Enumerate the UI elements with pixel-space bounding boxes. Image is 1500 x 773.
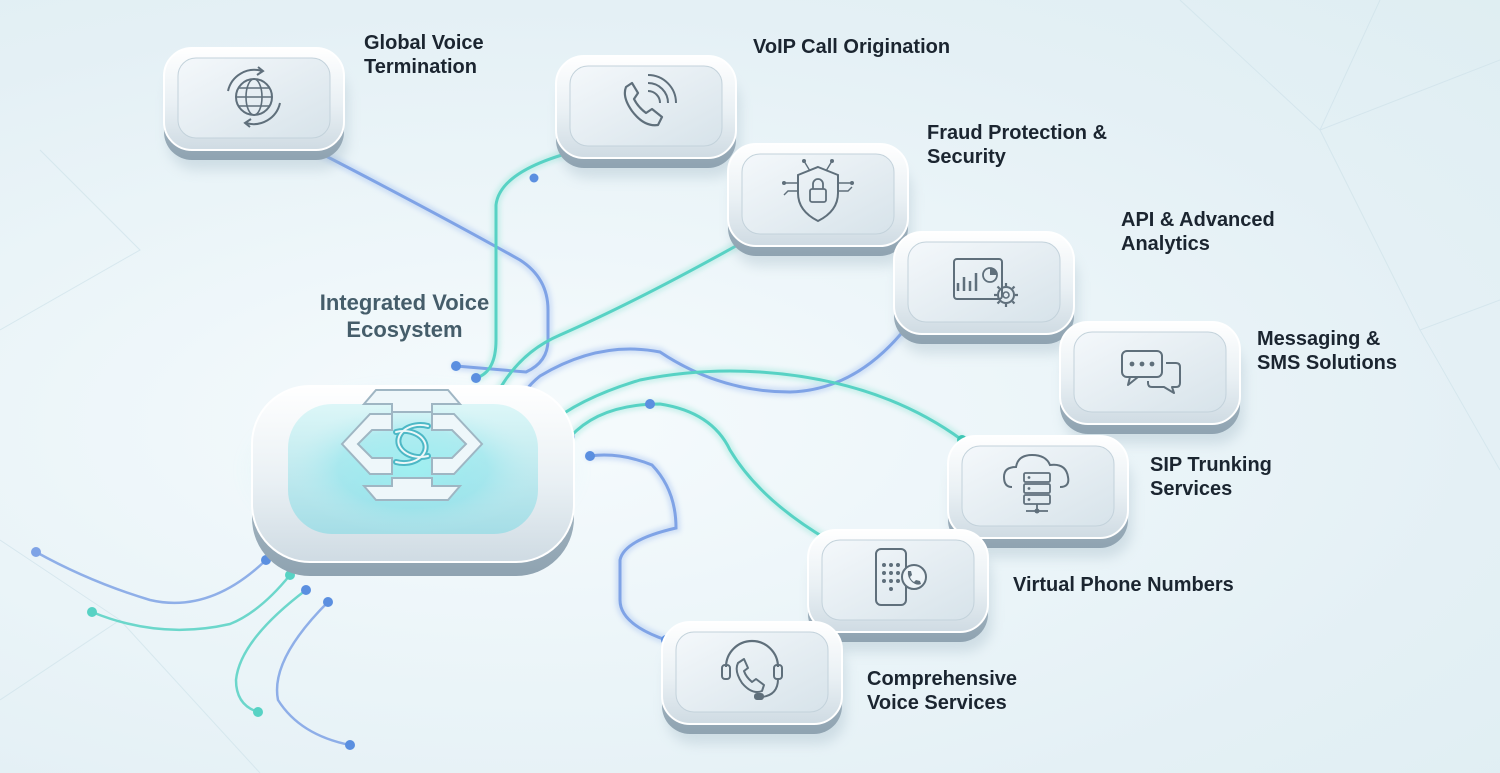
label-line2: Security [927, 146, 1006, 168]
label-line1: API & Advanced [1121, 209, 1275, 231]
phone-signal-icon [623, 74, 677, 127]
tile-voip-call-origination [555, 55, 740, 178]
headset-phone-icon [721, 639, 783, 700]
hub-title-line2: Ecosystem [346, 317, 463, 342]
label-line1: VoIP Call Origination [753, 36, 951, 58]
label-virtual-phone-numbers: Virtual Phone Numbers [1013, 573, 1234, 597]
label-global-voice-termination: Global Voice Termination [364, 31, 484, 79]
label-line2: Services [1150, 478, 1233, 500]
label-line1: Virtual Phone Numbers [1013, 574, 1234, 596]
label-line2: Analytics [1121, 233, 1210, 255]
label-line1: SIP Trunking [1150, 454, 1272, 476]
analytics-gear-icon [953, 258, 1018, 307]
shield-lock-icon [782, 159, 854, 223]
integrated-voice-hub [237, 380, 587, 576]
label-api-advanced-analytics: API & Advanced Analytics [1121, 208, 1275, 256]
label-voip-call-origination: VoIP Call Origination [753, 35, 950, 59]
hub-title: Integrated Voice Ecosystem [282, 289, 527, 343]
hub-title-line1: Integrated Voice [319, 290, 490, 315]
label-line2: Voice Services [867, 692, 1007, 714]
label-line1: Fraud Protection & [927, 122, 1108, 144]
label-line2: SMS Solutions [1257, 352, 1397, 374]
mobile-keypad-icon [875, 548, 927, 606]
tile-messaging-sms-solutions [1059, 321, 1244, 444]
cloud-server-icon [1002, 453, 1070, 514]
label-line1: Messaging & [1257, 328, 1381, 350]
connection-lines [31, 145, 967, 750]
tile-virtual-phone-numbers [807, 529, 992, 652]
tile-sip-trunking-services [947, 435, 1132, 558]
label-fraud-protection-security: Fraud Protection & Security [927, 121, 1107, 169]
label-line1: Global Voice [364, 32, 484, 54]
tile-comprehensive-voice-services [661, 621, 846, 744]
label-line2: Termination [364, 56, 477, 78]
chat-bubbles-icon [1121, 350, 1181, 394]
tile-fraud-protection-security [727, 143, 912, 266]
globe-sync-icon [227, 66, 281, 128]
label-messaging-sms-solutions: Messaging & SMS Solutions [1257, 327, 1397, 375]
tile-api-advanced-analytics [893, 231, 1078, 354]
label-comprehensive-voice-services: Comprehensive Voice Services [867, 667, 1017, 715]
tile-global-voice-termination [163, 47, 348, 170]
label-line1: Comprehensive [867, 668, 1018, 690]
label-sip-trunking-services: SIP Trunking Services [1150, 453, 1272, 501]
interlocking-link-icon [340, 389, 484, 501]
